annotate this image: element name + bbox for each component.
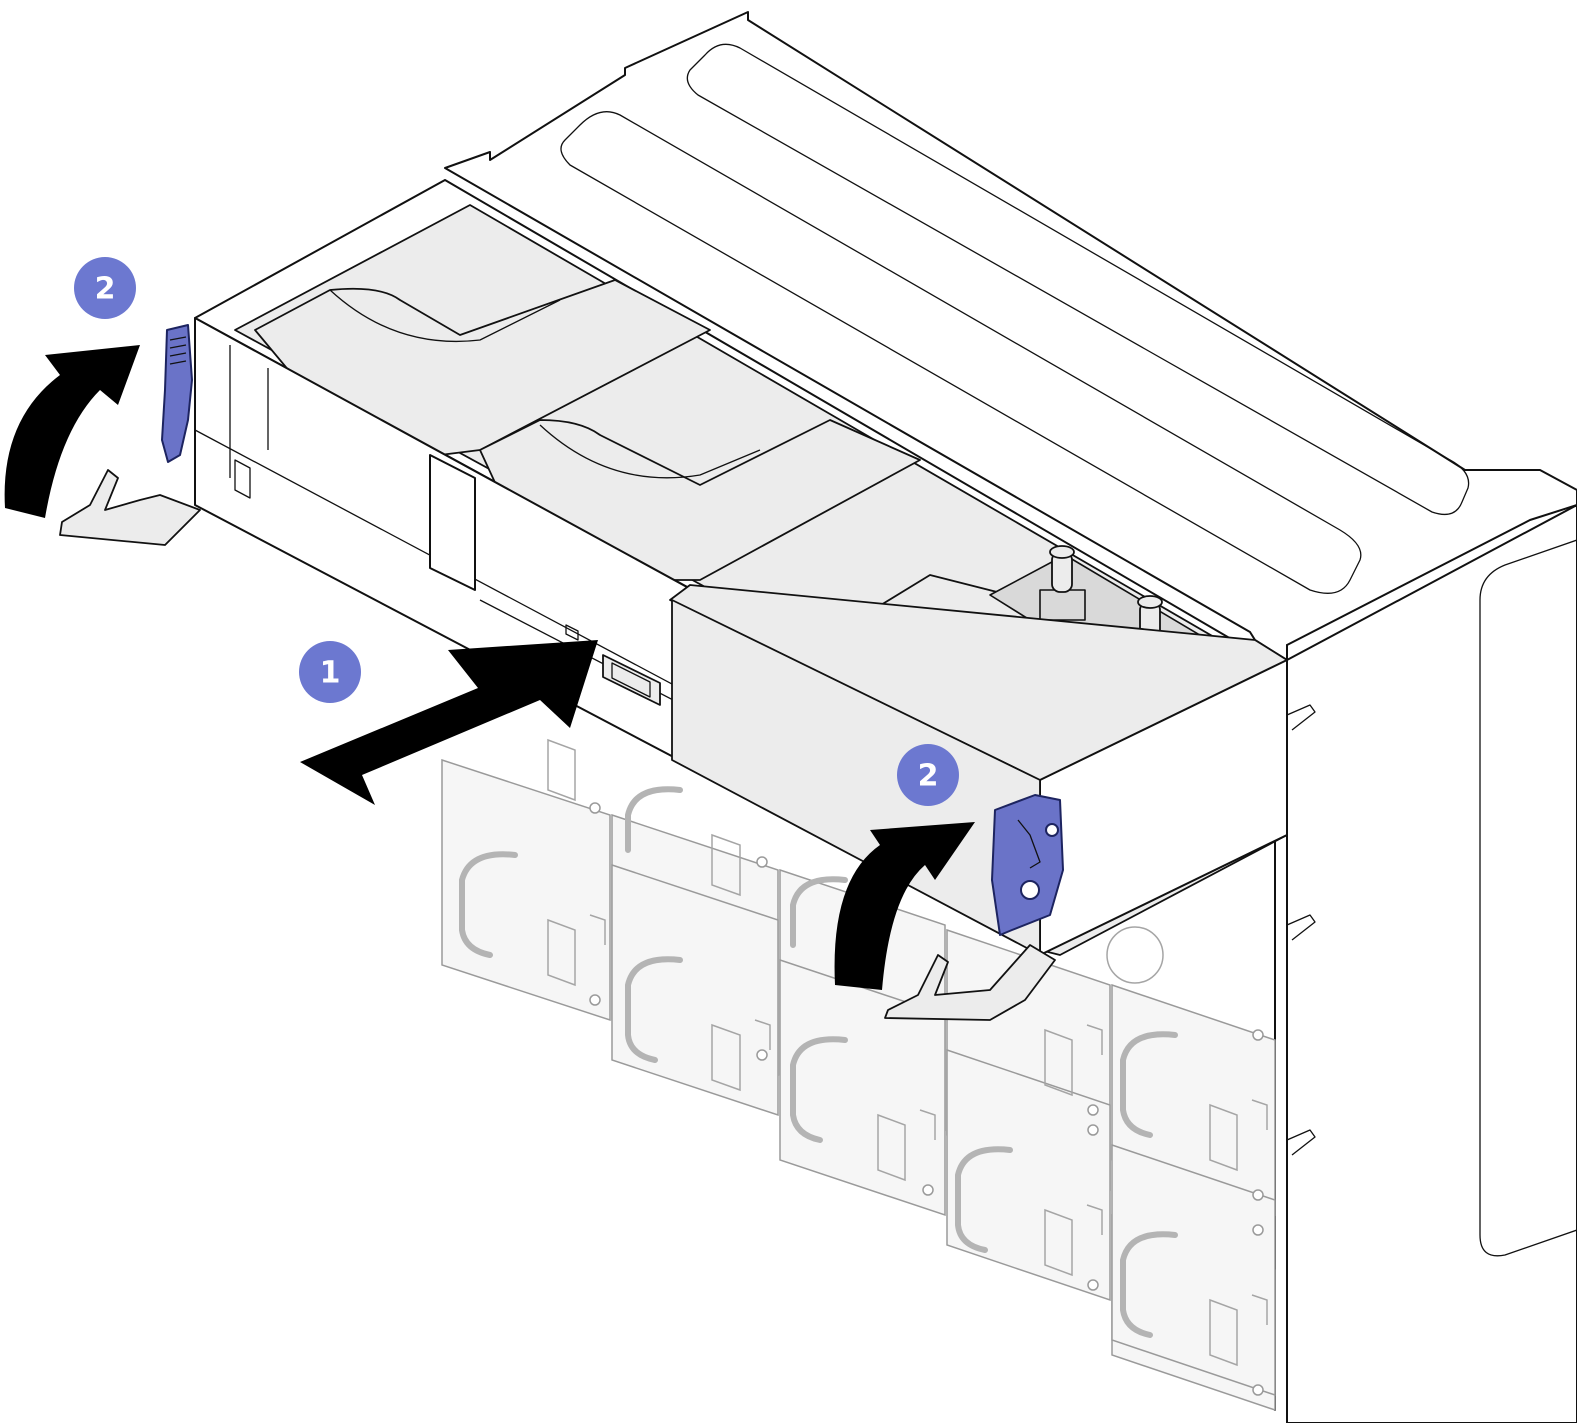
fan-handle-3 [790, 1036, 848, 1143]
callout-step-2-left-label: 2 [95, 272, 116, 307]
callout-step-2-left: 2 [74, 257, 136, 319]
riser-cover-right-curve [539, 424, 761, 479]
fan-module-grid [441, 738, 1276, 1412]
fan-tab-4 [1044, 1204, 1103, 1277]
frame-hook-2 [1286, 914, 1316, 941]
id-button [565, 624, 579, 641]
fan-tab-7 [1209, 1099, 1268, 1172]
fan-module-r2-c2b [611, 863, 779, 1117]
fan-tab-9 [711, 833, 741, 897]
vga-port-inner [611, 662, 651, 698]
rotate-up-arrow-left [4, 345, 140, 518]
callout-step-2-left-circle [74, 257, 136, 319]
callout-step-1-label: 1 [320, 656, 341, 691]
right-latch-arm[interactable] [884, 944, 1056, 1021]
top-cover-recess-left [560, 111, 1362, 594]
fan-tab-3 [877, 1109, 936, 1182]
fan-handle-5 [1120, 1231, 1178, 1338]
vga-port [602, 654, 661, 706]
fan-screws [589, 802, 1264, 1396]
fan-handle-1 [459, 851, 518, 958]
callout-step-2-right-label: 2 [918, 759, 939, 794]
right-latch-hole [1045, 823, 1059, 837]
fan-tab-2 [711, 1019, 771, 1092]
front-latch-post [234, 459, 251, 499]
rotate-up-arrow-right [834, 822, 975, 990]
fan-tab-8 [547, 738, 576, 802]
fan-handle-2 [625, 956, 683, 1063]
left-latch-grip [169, 336, 187, 365]
right-latch-slot [1017, 819, 1041, 869]
fan-module-r1-c1 [441, 758, 611, 1022]
chassis [444, 11, 1577, 1423]
fan-handle-8 [1120, 1031, 1178, 1138]
tray-assembly [194, 179, 1288, 956]
callout-step-1-circle [299, 641, 361, 703]
callout-step-2-right: 2 [897, 744, 959, 806]
fan-tab-5 [1209, 1294, 1268, 1367]
push-in-arrow [300, 640, 598, 805]
chassis-side-panel [1286, 504, 1577, 1423]
fan-tab-6 [1044, 1024, 1103, 1097]
callout-step-2-right-circle [897, 744, 959, 806]
fan-module-r2-c5b [1111, 1143, 1276, 1397]
fan-handle-4 [955, 1146, 1013, 1253]
callout-step-1: 1 [299, 641, 361, 703]
front-window-left [229, 345, 269, 478]
front-divider [429, 454, 476, 591]
fan-blade-visible [1106, 926, 1164, 984]
riser-cover-left-curve [329, 289, 561, 343]
left-latch-body[interactable] [161, 324, 193, 463]
frame-hook-1 [1286, 704, 1316, 731]
side-panel-recess [1479, 539, 1577, 1257]
fan-handle-7 [790, 876, 848, 948]
left-latch-arm[interactable] [59, 469, 201, 546]
fan-module-r2-c4 [946, 1048, 1111, 1302]
top-cover-recess-right [686, 43, 1470, 516]
frame-hook-3 [1286, 1129, 1316, 1156]
fan-handle-6 [625, 786, 683, 853]
fan-module-r2-c3b [779, 958, 946, 1217]
left-release-latch[interactable] [59, 324, 201, 546]
right-release-latch[interactable] [884, 794, 1064, 1021]
fan-tab-1 [547, 914, 606, 987]
right-latch-pivot [1020, 880, 1040, 900]
